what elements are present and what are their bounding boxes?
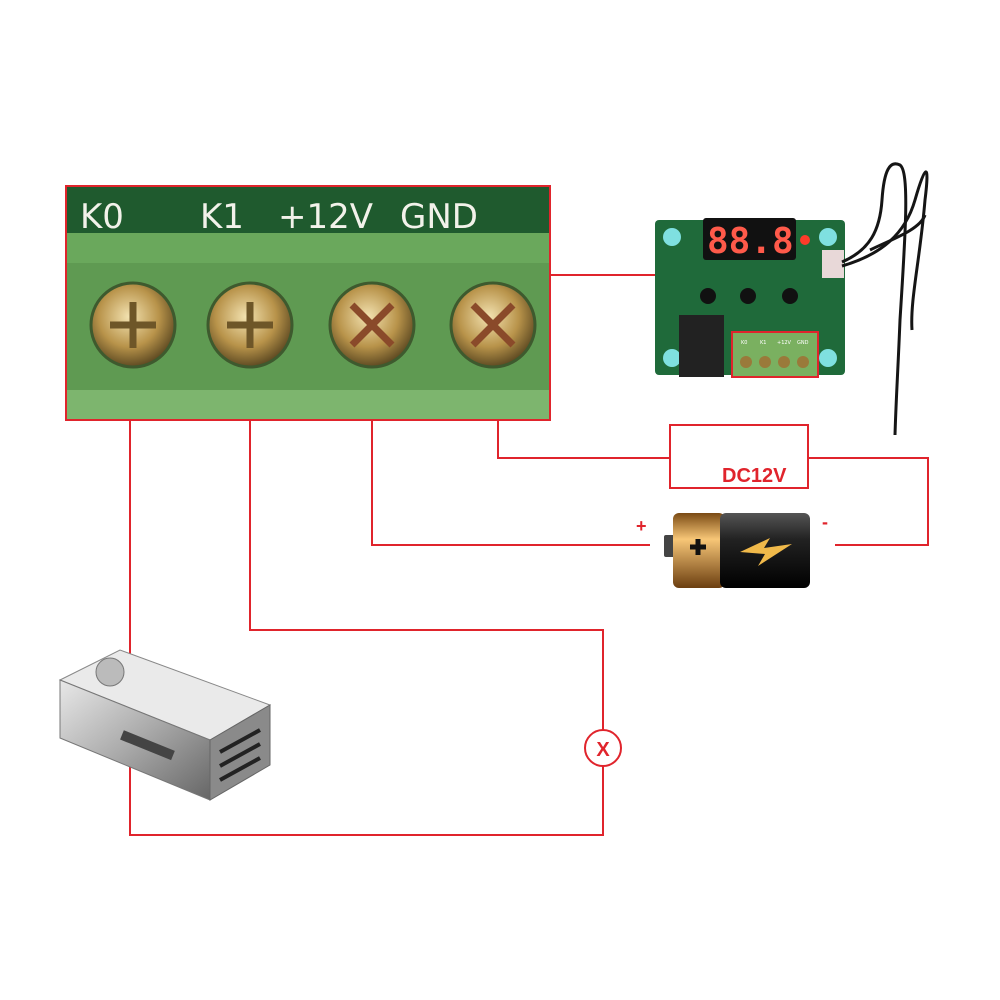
- wire-dc-return: [808, 457, 929, 546]
- thermostat-board: 88.8 K0 K1 +12V GND: [655, 218, 845, 378]
- small-label-k1: K1: [760, 340, 766, 346]
- small-label-k0: K0: [741, 340, 747, 346]
- small-label-gnd: GND: [797, 340, 809, 346]
- wire-k0: [129, 370, 604, 836]
- dc12v-label: DC12V: [722, 465, 787, 487]
- screw-k1: [206, 281, 294, 369]
- switching-power-supply: [58, 649, 272, 801]
- load-symbol: X: [584, 729, 622, 767]
- temperature-probe: [841, 162, 929, 436]
- thermostat-terminal-box: [731, 331, 819, 378]
- temperature-display: 88.8: [707, 221, 794, 262]
- terminal-label-gnd: GND: [400, 197, 478, 237]
- wire-k1: [249, 370, 604, 730]
- lightning-icon: [740, 538, 792, 566]
- screw-12v: [328, 281, 416, 369]
- relay: [679, 315, 724, 377]
- wire-12v: [371, 370, 650, 546]
- terminal-label-12v: +12V: [278, 197, 373, 237]
- terminal-label-k1: K1: [200, 197, 244, 237]
- load-label: X: [596, 739, 610, 761]
- small-label-12v: +12V: [777, 340, 792, 346]
- button-up: [740, 288, 756, 304]
- battery-minus-sign: -: [822, 512, 828, 532]
- battery-plus-sign: +: [636, 516, 647, 536]
- screw-k0: [89, 281, 177, 369]
- status-led: [800, 235, 810, 245]
- terminal-block: K0 K1 +12V GND: [65, 185, 551, 421]
- terminal-label-k0: K0: [80, 197, 124, 237]
- battery: + -: [636, 512, 828, 588]
- screw-gnd: [449, 281, 537, 369]
- dc12v-box: [669, 424, 809, 489]
- button-down: [782, 288, 798, 304]
- button-set: [700, 288, 716, 304]
